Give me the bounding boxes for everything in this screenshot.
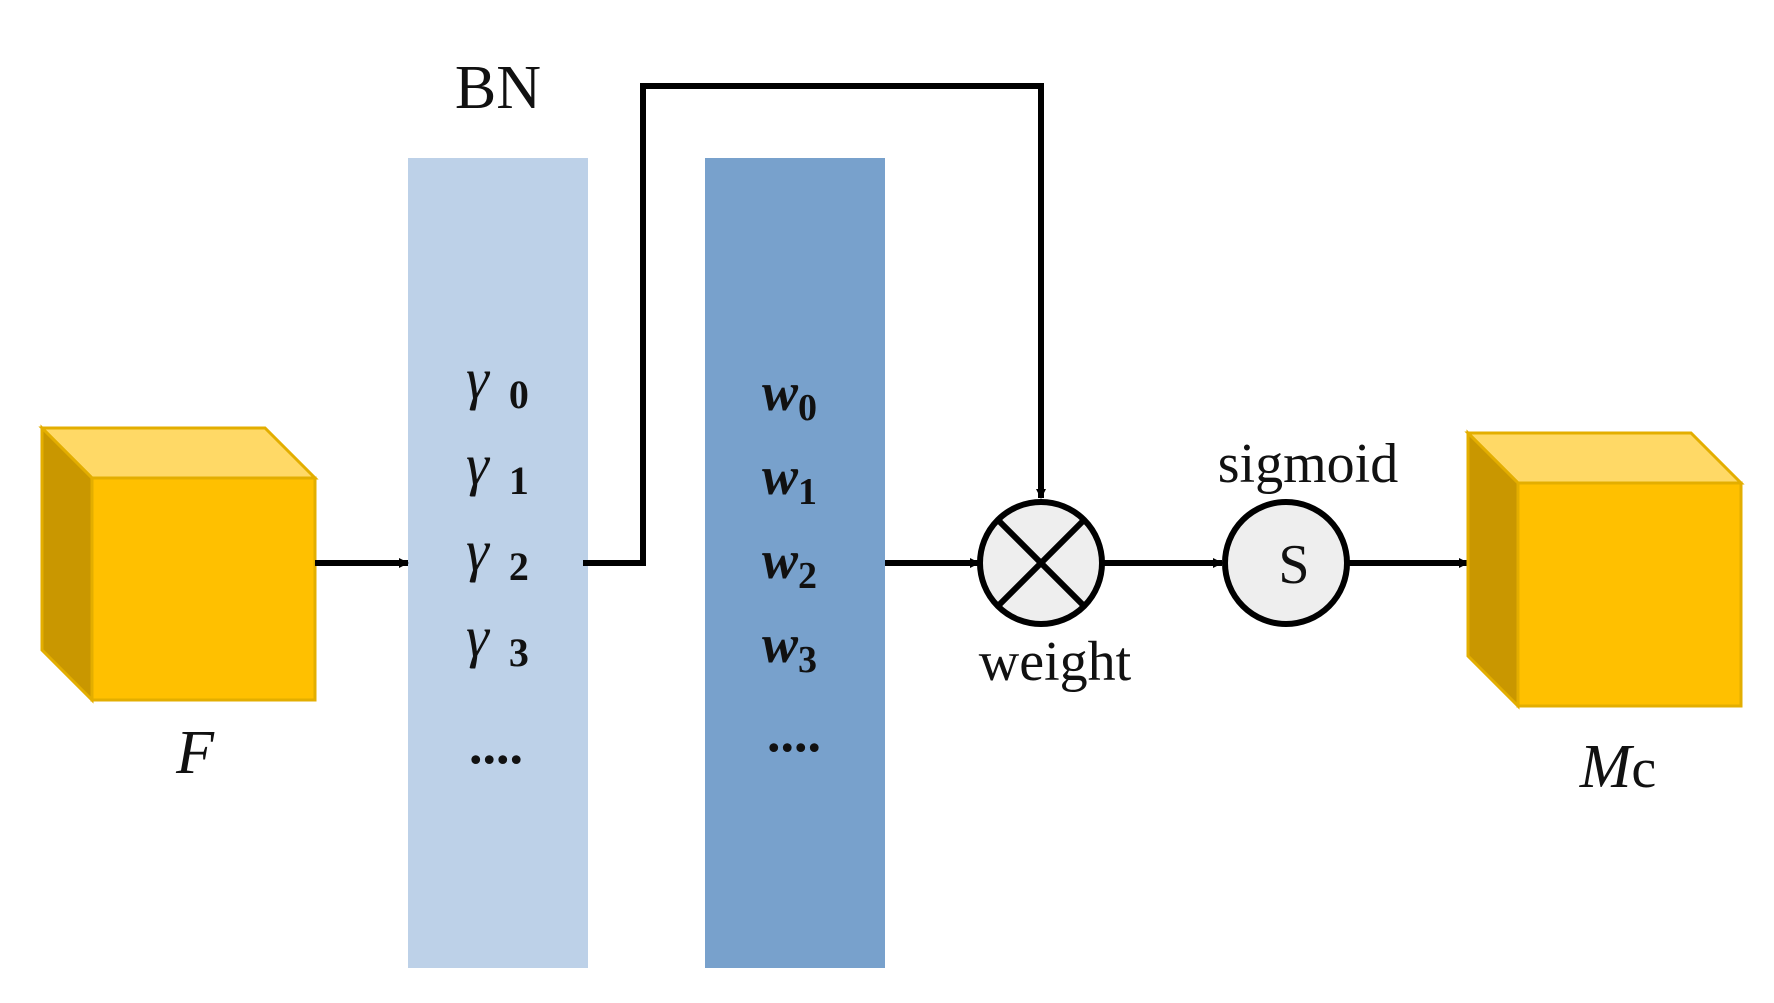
multiply-operator — [977, 499, 1105, 627]
weight-3: w3 — [762, 614, 817, 681]
skip-connection — [583, 83, 1046, 566]
gamma-ellipsis: .... — [469, 715, 523, 775]
multiply-label: weight — [979, 631, 1132, 693]
output-cube-side — [1466, 429, 1520, 710]
bn-title: BN — [455, 54, 541, 122]
weight-ellipsis: .... — [767, 703, 821, 763]
multiply-cross-b — [995, 517, 1087, 609]
weight-column — [705, 158, 885, 968]
input-cube-front — [90, 476, 317, 702]
output-label: Mc — [1579, 733, 1657, 801]
input-feature-cube — [38, 424, 319, 704]
weight-1: w1 — [762, 446, 817, 513]
sigmoid-circle — [1222, 499, 1350, 627]
weight-list: w0 w1 w2 w3 .... — [762, 362, 821, 763]
output-feature-cube — [1464, 429, 1745, 710]
bn-column — [408, 158, 588, 968]
output-cube-front — [1516, 481, 1743, 708]
input-cube-side — [40, 424, 94, 704]
input-label: F — [175, 719, 215, 787]
weight-0: w0 — [762, 362, 817, 429]
weight-2: w2 — [762, 530, 817, 597]
sigmoid-symbol: S — [1278, 534, 1309, 596]
sigmoid-operator: S — [1222, 499, 1350, 627]
sigmoid-label: sigmoid — [1218, 433, 1398, 495]
